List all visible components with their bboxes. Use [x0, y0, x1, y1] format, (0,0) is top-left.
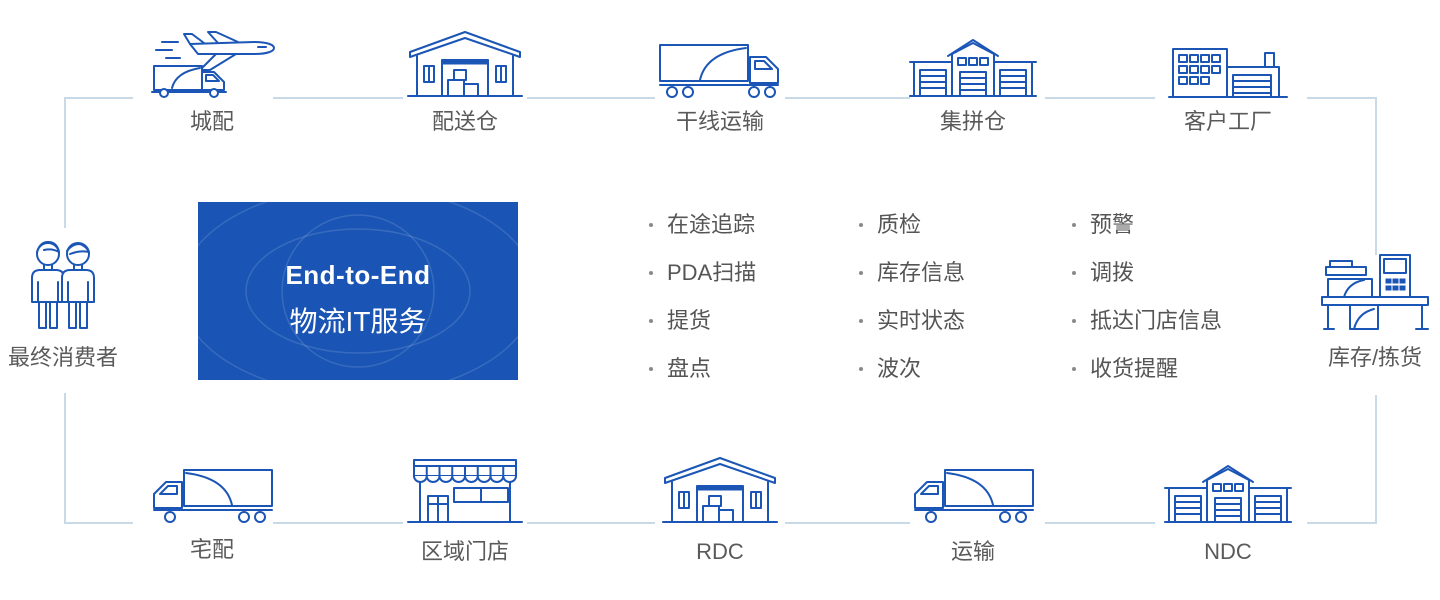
truck-icon	[911, 468, 1035, 524]
feature-item: 在途追踪	[648, 208, 756, 256]
feature-item: 库存信息	[858, 256, 965, 304]
picking-station-icon	[1320, 253, 1430, 331]
feature-item: 调拨	[1071, 256, 1222, 304]
node-label-rdc: RDC	[696, 539, 744, 564]
center-box-decoration	[198, 202, 518, 380]
feature-item: 实时状态	[858, 304, 965, 352]
consumers-icon	[28, 238, 98, 330]
feature-item: 提货	[648, 304, 756, 352]
feature-item: PDA扫描	[648, 256, 756, 304]
feature-item: 盘点	[648, 352, 756, 400]
feature-item: 波次	[858, 352, 965, 400]
node-label-end-consumer: 最终消费者	[7, 345, 118, 370]
store-icon	[407, 458, 523, 524]
node-label-regional-store: 区域门店	[420, 539, 509, 564]
center-box-title: End-to-End	[285, 260, 431, 290]
truck-icon	[150, 468, 274, 524]
node-label-customer-factory: 客户工厂	[1183, 109, 1272, 134]
feature-item: 收货提醒	[1071, 352, 1222, 400]
center-service-box: End-to-End 物流IT服务	[198, 202, 518, 380]
center-box-subtitle: 物流IT服务	[289, 306, 427, 337]
node-label-home-delivery: 宅配	[189, 537, 234, 562]
feature-column-1: 在途追踪 PDA扫描 提货 盘点	[648, 208, 756, 400]
node-label-trunk-transport: 干线运输	[675, 109, 764, 134]
factory-icon	[1168, 45, 1288, 99]
node-label-consolidation-warehouse: 集拼仓	[939, 109, 1006, 134]
node-label-transport: 运输	[950, 539, 995, 564]
warehouse-icon	[662, 456, 778, 524]
feature-item: 质检	[858, 208, 965, 256]
node-label-city-delivery: 城配	[189, 109, 234, 134]
node-label-inventory-picking: 库存/拣货	[1327, 345, 1423, 370]
feature-column-3: 预警 调拨 抵达门店信息 收货提醒	[1071, 208, 1222, 400]
feature-item: 预警	[1071, 208, 1222, 256]
node-label-ndc: NDC	[1204, 539, 1252, 564]
plane-truck-icon	[150, 30, 278, 98]
truck-icon	[658, 43, 782, 99]
feature-column-2: 质检 库存信息 实时状态 波次	[858, 208, 965, 400]
consolidation-building-icon	[909, 38, 1037, 98]
feature-item: 抵达门店信息	[1071, 304, 1222, 352]
warehouse-icon	[407, 30, 523, 98]
building-icon	[1164, 464, 1292, 524]
node-label-distribution-warehouse: 配送仓	[431, 109, 498, 134]
